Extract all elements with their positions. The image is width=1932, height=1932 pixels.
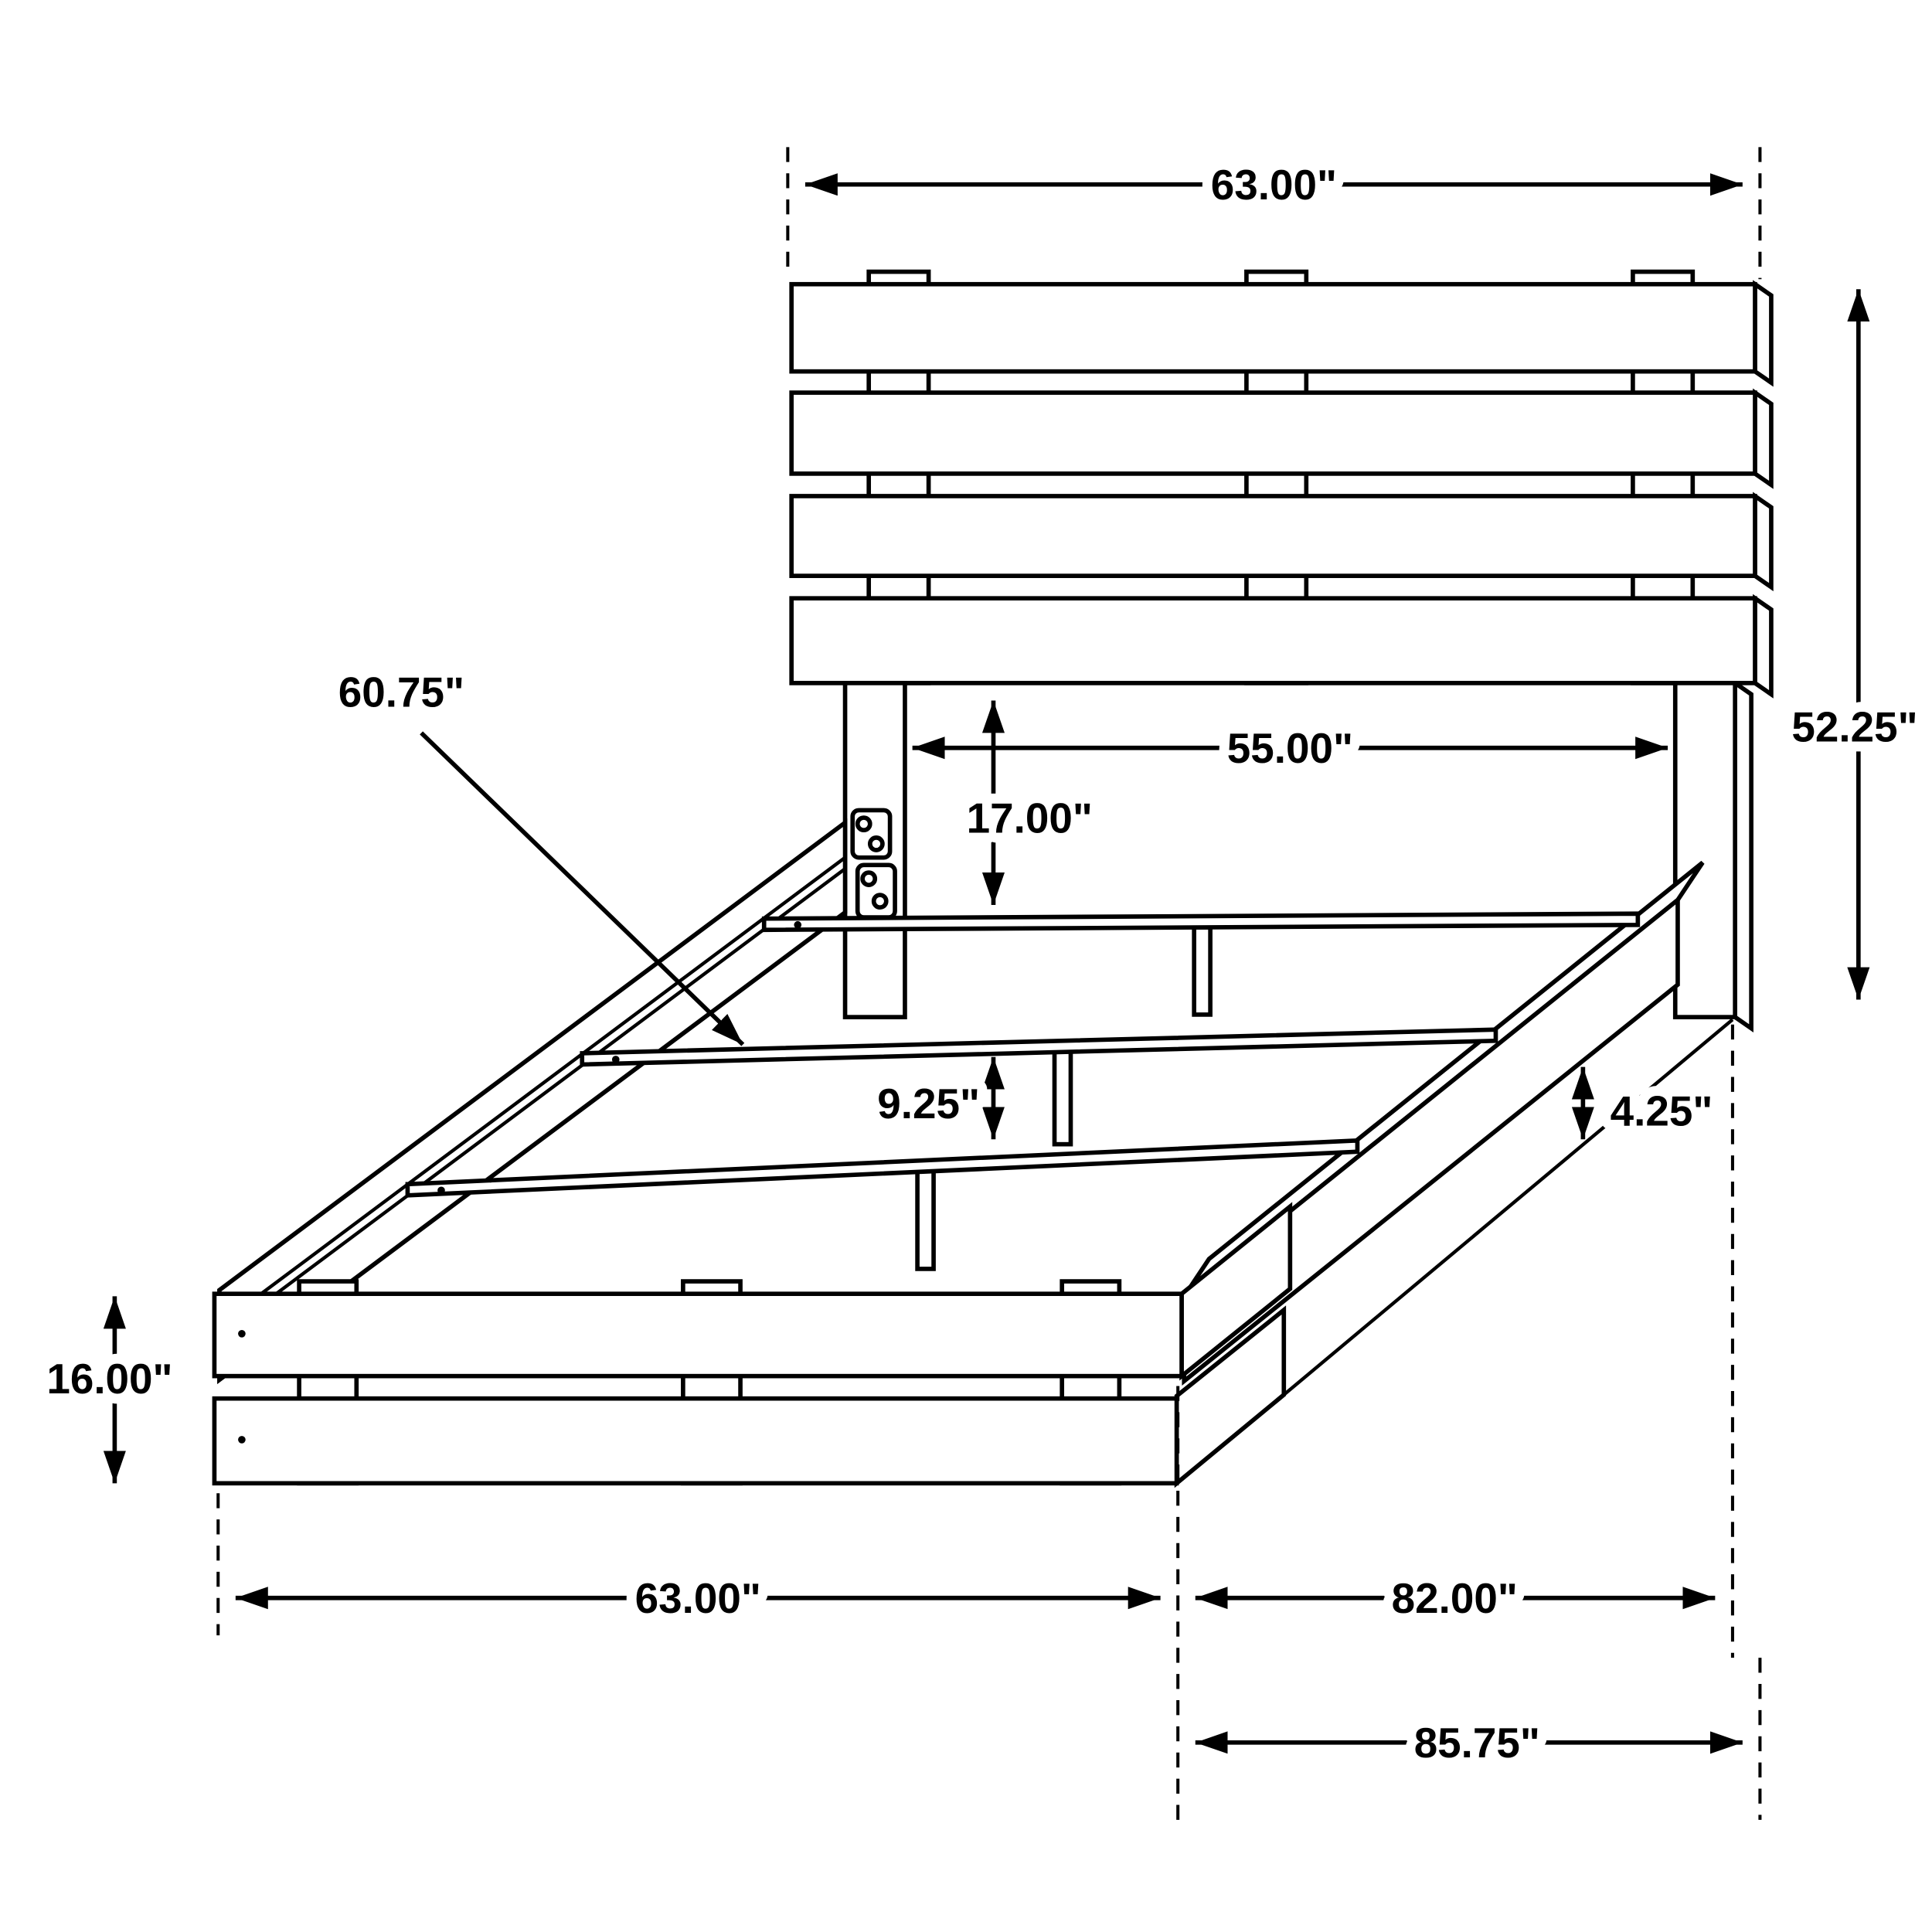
frame-floor-edge — [1282, 1018, 1734, 1396]
dim-label-footboard-height: 16.00" — [46, 1355, 172, 1403]
slat-3 — [405, 1138, 1360, 1198]
headboard-plank-1 — [789, 281, 1757, 374]
headboard-plank-2 — [789, 390, 1757, 476]
slat-2 — [580, 1027, 1498, 1067]
slat-2-support-leg — [1052, 1048, 1073, 1147]
left-rail-slat-ledge-top — [218, 855, 846, 1327]
slat-1 — [761, 911, 1641, 933]
dimension-inner-width: 55.00" — [912, 714, 1668, 782]
dimension-headboard-width: 63.00" — [786, 147, 1762, 280]
left-rail-slat-ledge-bottom — [218, 867, 846, 1338]
mattress-slats — [405, 911, 1641, 1271]
bracket-screw-2 — [867, 835, 885, 852]
headboard-plank-1-side — [1753, 280, 1774, 387]
headboard-plank-2-side — [1753, 388, 1774, 489]
headboard-plank-4-side — [1753, 594, 1774, 699]
dimension-rail-floor-clearance: 4.25" — [1571, 1066, 1723, 1145]
dim-label-headboard-width: 63.00" — [1211, 161, 1337, 209]
dim-label-inner-width: 55.00" — [1227, 724, 1353, 772]
slat-3-screw — [437, 1186, 445, 1195]
headboard-leg-right — [1672, 681, 1737, 1019]
dimension-frame-length: 82.00" — [1195, 1024, 1734, 1658]
dimension-headboard-height: 52.25" — [1781, 289, 1928, 1000]
dim-label-slat-length: 60.75" — [338, 668, 464, 716]
footboard-lower-plank — [212, 1396, 1179, 1486]
footboard — [212, 1018, 1734, 1488]
bracket-screw-1 — [855, 815, 872, 833]
headboard-plank-4 — [789, 596, 1757, 685]
dim-label-17: 17.00" — [967, 794, 1093, 842]
dimension-slat-length: 60.75" — [328, 658, 745, 1046]
dimension-overall-length: 85.75" — [1195, 1658, 1762, 1820]
bracket-screw-3 — [860, 870, 878, 887]
slat-3-support-leg — [915, 1168, 936, 1271]
dimension-footboard-height: 16.00" — [36, 1296, 182, 1484]
slat-1-support-leg — [1192, 925, 1213, 1017]
slat-2-screw — [611, 1056, 620, 1063]
footboard-screw-1 — [238, 1329, 246, 1338]
rail-bracket-hardware — [850, 808, 897, 920]
dim-label-overall-length: 85.75" — [1414, 1719, 1540, 1767]
headboard-plank-3-side — [1753, 492, 1774, 592]
dimension-slat-support-height: 9.25" — [867, 1056, 1005, 1140]
dim-label-4-25: 4.25" — [1611, 1087, 1713, 1134]
headboard — [789, 269, 1774, 1033]
right-side-rail — [1182, 860, 1705, 1386]
footboard-screw-2 — [238, 1436, 246, 1444]
leader-arrow-line — [420, 731, 745, 1046]
dimension-headboard-bottom-to-slat: 17.00" — [957, 700, 1103, 905]
left-side-rail — [217, 818, 848, 1385]
dim-label-frame-length: 82.00" — [1392, 1574, 1518, 1622]
dimension-footboard-width: 63.00" — [216, 1386, 1180, 1820]
dim-label-9-25: 9.25" — [877, 1080, 980, 1128]
dim-label-footboard-width: 63.00" — [635, 1574, 761, 1622]
slat-1-screw — [794, 920, 802, 929]
headboard-leg-right-side — [1733, 679, 1753, 1033]
right-rail-front-face — [1182, 895, 1680, 1386]
footboard-upper-plank — [212, 1291, 1184, 1379]
dim-label-headboard-height: 52.25" — [1791, 703, 1917, 751]
bracket-screw-4 — [871, 893, 889, 910]
headboard-plank-3 — [789, 494, 1757, 578]
